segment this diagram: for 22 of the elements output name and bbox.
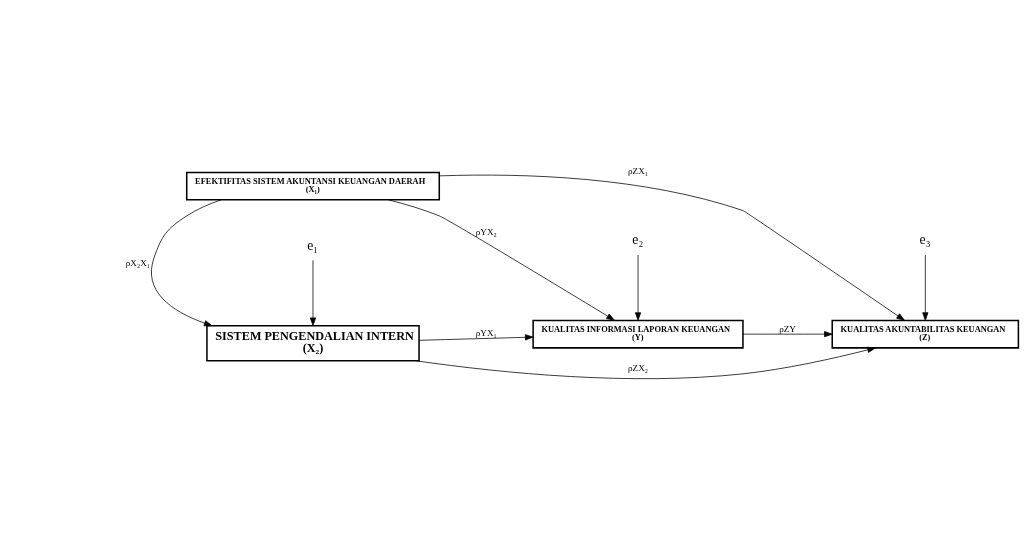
arrow bbox=[388, 199, 615, 321]
arrow bbox=[151, 199, 222, 327]
arrow bbox=[309, 259, 317, 326]
edge-label: ρZY bbox=[779, 323, 796, 334]
node-text: e₁ bbox=[307, 237, 319, 253]
arrow bbox=[439, 174, 905, 321]
node-box: KUALITAS AKUNTABILITAS KEUANGAN (Z) bbox=[831, 319, 1020, 349]
node-box: KUALITAS INFORMASI LAPORAN KEUANGAN (Y) bbox=[532, 319, 744, 349]
arrow bbox=[418, 334, 534, 341]
arrow bbox=[742, 331, 833, 338]
node-box: EFEKTIFITAS SISTEM AKUNTANSI KEUANGAN DAERAH (X₁) bbox=[185, 171, 441, 201]
node-text: e₃ bbox=[919, 232, 931, 248]
edge-label: ρYX₂ bbox=[475, 227, 497, 238]
edge-label: ρX₂X₁ bbox=[125, 257, 150, 268]
arrow bbox=[922, 254, 929, 321]
node-text: e₂ bbox=[632, 232, 644, 248]
arrow bbox=[415, 346, 876, 379]
edge-label: ρZX₁ bbox=[628, 166, 648, 177]
node-box: SISTEM PENGENDALIAN INTERN (X₂) bbox=[206, 325, 420, 362]
edge-label: ρZX₂ bbox=[628, 363, 648, 374]
edge-label: ρYX₁ bbox=[475, 328, 497, 339]
arrow bbox=[635, 254, 642, 321]
